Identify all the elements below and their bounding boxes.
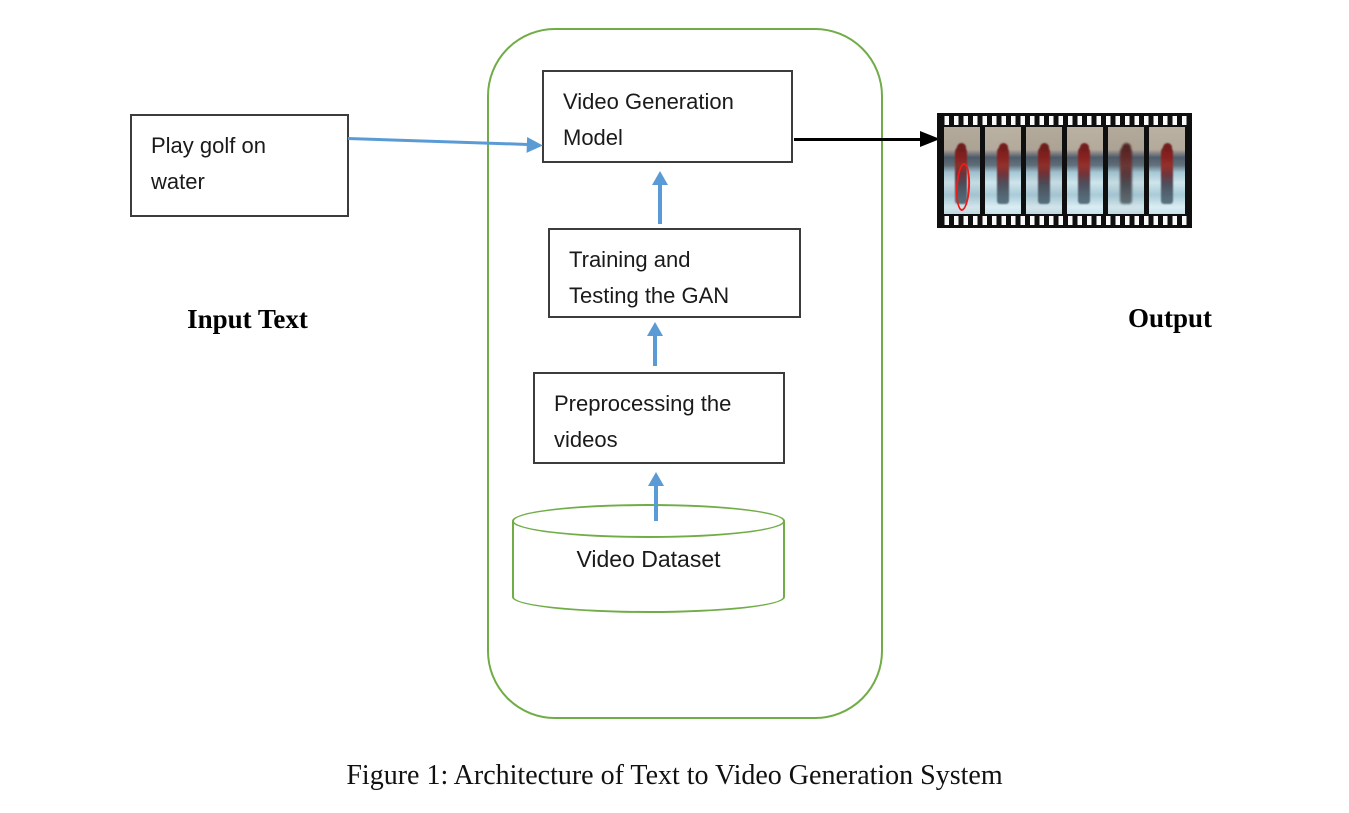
arrow-line (794, 138, 921, 141)
node-video-dataset-cylinder: Video Dataset (512, 504, 785, 614)
film-sprocket-bottom (942, 216, 1187, 225)
pipeline-container-outline (487, 28, 883, 719)
arrowhead-up-icon (652, 171, 668, 185)
node-video-dataset-label: Video Dataset (576, 546, 721, 572)
person-on-water-figure (1078, 143, 1090, 204)
cylinder-top-ellipse (512, 504, 785, 538)
arrowhead-right-icon (920, 131, 940, 147)
arrowhead-up-icon (647, 322, 663, 336)
film-frame (1108, 127, 1144, 214)
input-text-caption: Input Text (187, 304, 308, 334)
film-strip-output-image (937, 113, 1192, 228)
film-frames (940, 126, 1189, 215)
node-preprocessing-videos: Preprocessing the videos (533, 372, 785, 464)
figure-caption: Figure 1: Architecture of Text to Video … (346, 760, 1003, 791)
arrow-line (653, 335, 657, 366)
film-frame (944, 127, 980, 214)
node-input-text-box: Play golf on water (130, 114, 349, 217)
output-caption: Output (1127, 303, 1213, 333)
node-preprocessing-videos-label: Preprocessing the videos (554, 391, 732, 452)
person-on-water-figure (1161, 143, 1173, 204)
arrow-line (658, 184, 662, 224)
film-frame (1067, 127, 1103, 214)
film-frame (985, 127, 1021, 214)
person-on-water-figure (997, 143, 1009, 204)
node-video-generation-model: Video Generation Model (542, 70, 793, 163)
node-training-testing-gan-label: Training and Testing the GAN (569, 247, 730, 308)
arrowhead-right-icon (526, 136, 544, 153)
node-training-testing-gan: Training and Testing the GAN (548, 228, 801, 318)
arrow-line (654, 485, 658, 521)
arrowhead-up-icon (648, 472, 664, 486)
node-video-generation-model-label: Video Generation Model (563, 89, 734, 150)
film-frame (1026, 127, 1062, 214)
person-on-water-figure (955, 143, 967, 204)
person-on-water-figure (1038, 143, 1050, 204)
film-frame (1149, 127, 1185, 214)
person-on-water-figure (1120, 143, 1132, 204)
film-sprocket-top (942, 116, 1187, 125)
node-input-text-label: Play golf on water (151, 133, 266, 194)
